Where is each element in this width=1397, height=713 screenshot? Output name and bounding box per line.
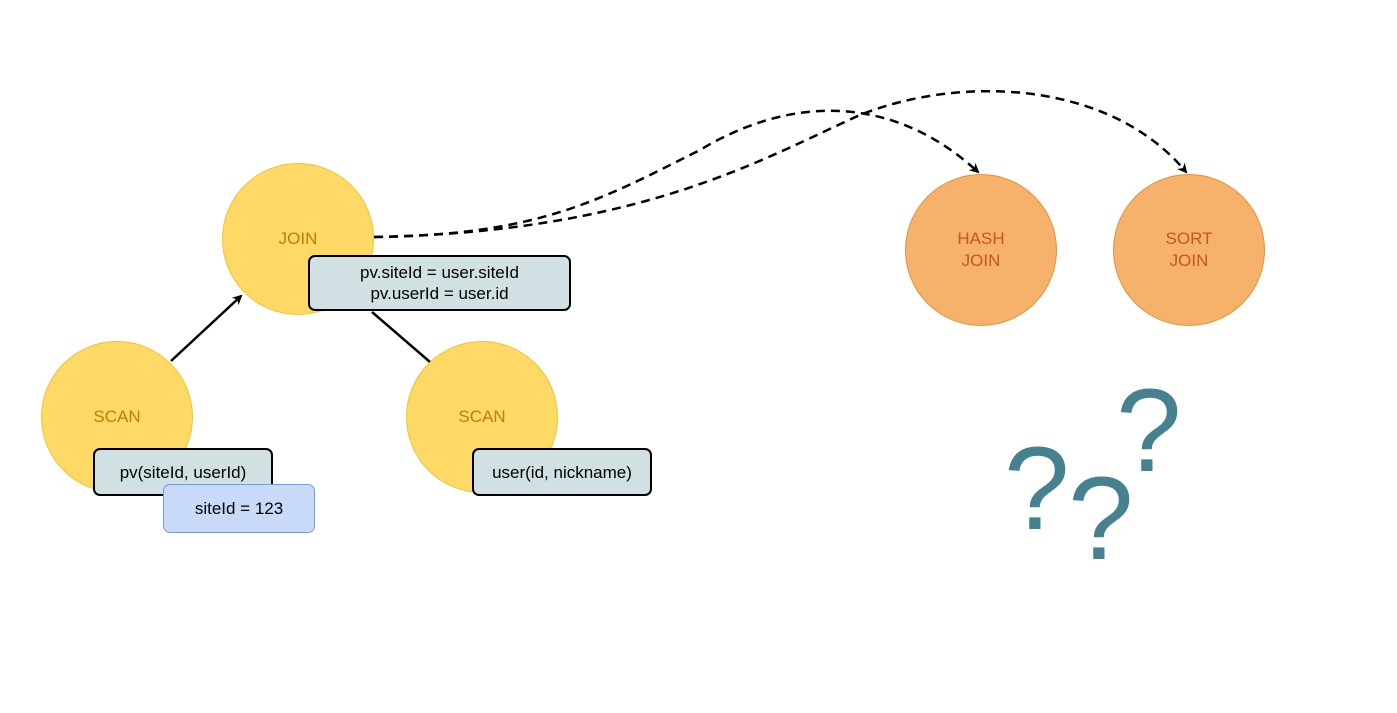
join-condition-line1: pv.siteId = user.siteId [360, 263, 519, 282]
join-to-sort-join-dashed-arrow [373, 90, 1188, 239]
sort-join-label-line1: SORT [1165, 229, 1213, 248]
site-filter-box: siteId = 123 [163, 484, 315, 533]
hash-join-label-line1: HASH [957, 229, 1005, 248]
join-to-scan-edge [371, 311, 431, 363]
join-node-label: JOIN [278, 229, 318, 248]
pv-table-label: pv(siteId, userId) [119, 462, 247, 482]
join-condition-line2: pv.userId = user.id [370, 284, 509, 303]
question-mark-2: ? [1068, 453, 1134, 585]
scan-node-left-label: SCAN [93, 407, 141, 426]
hash-join-label-line2: JOIN [961, 251, 1001, 270]
question-mark-3: ? [1116, 365, 1182, 497]
question-mark-1: ? [1004, 423, 1070, 555]
join-condition-box: pv.siteId = user.siteId pv.userId = user… [308, 255, 571, 311]
join-to-hash-join-dashed-arrow [373, 109, 980, 239]
user-table-label: user(id, nickname) [492, 462, 632, 482]
scan-node-right-label: SCAN [458, 407, 506, 426]
sort-join-label-line2: JOIN [1169, 251, 1209, 270]
sort-join-node: SORT JOIN [1113, 174, 1265, 326]
scan-to-join-arrow [170, 294, 243, 362]
user-table-box: user(id, nickname) [472, 448, 652, 496]
join-node: JOIN [222, 163, 374, 315]
site-filter-label: siteId = 123 [194, 499, 284, 518]
hash-join-node: HASH JOIN [905, 174, 1057, 326]
